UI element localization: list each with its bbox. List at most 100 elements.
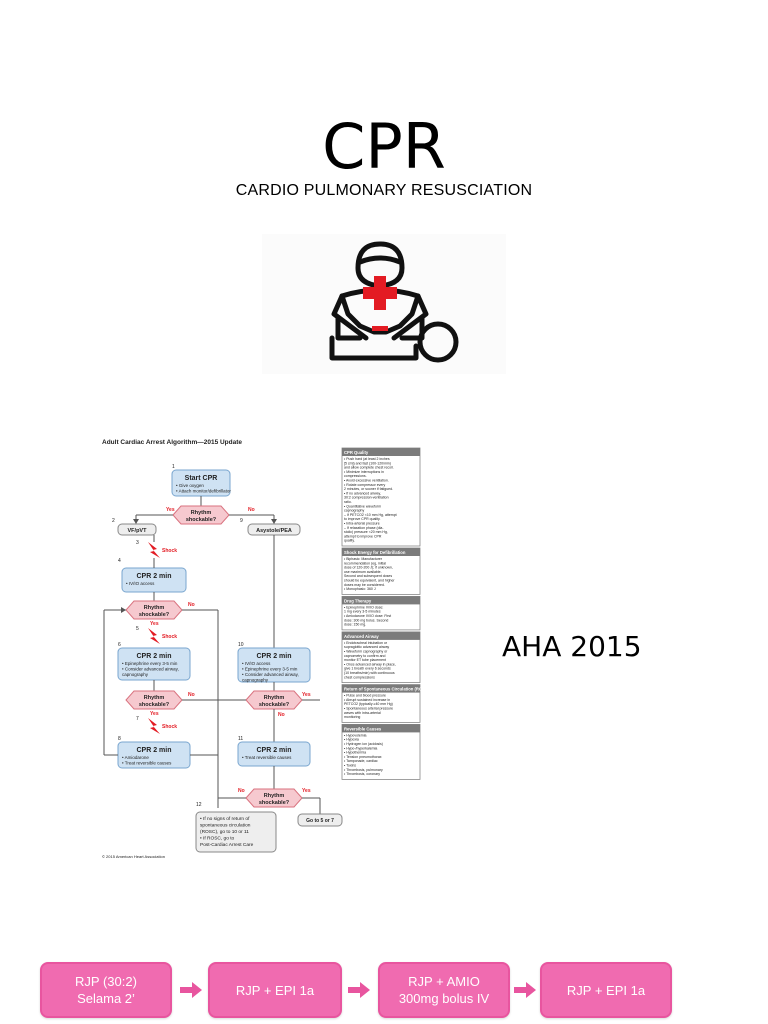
box-cpr-4-title: CPR 2 min — [136, 573, 171, 580]
decision-rhythm-1-text-l1: Rhythm — [191, 510, 212, 516]
decision-rhythm-3-text-l2: shockable? — [139, 702, 170, 708]
num-1: 1 — [172, 464, 175, 470]
box-end-12 — [195, 811, 277, 853]
sidebar-line-1-7: • Monophasic: 360 J — [344, 587, 376, 591]
label-vfpvt: VF/pVT — [128, 528, 148, 534]
num-4: 4 — [118, 558, 121, 564]
flow-step-2-label: RJP + EPI 1a — [235, 982, 315, 998]
cpr-person-icon — [329, 241, 459, 363]
sidebar-line-1-6: doses may be considered. — [344, 583, 385, 587]
box-cpr-6-bullet-1: • Consider advanced airway, — [122, 667, 179, 672]
decision-rhythm-3-text-l1: Rhythm — [144, 695, 165, 701]
label-shock-3: Shock — [162, 724, 177, 730]
box-cpr-8-bullet-0: • Amiodarone — [122, 755, 149, 760]
num-6: 6 — [118, 642, 121, 648]
sidebar-line-3-5: • Once advanced airway in place, — [344, 662, 396, 666]
sidebar-header-0: CPR Quality — [344, 450, 369, 455]
box-cpr-6-bullet-2: capnography — [122, 672, 149, 677]
box-cpr-10-title: CPR 2 min — [256, 653, 291, 660]
sidebar-section-3 — [341, 631, 421, 683]
box-goto — [297, 813, 343, 827]
sidebar-line-5-8: • Thrombosis, pulmonary — [344, 768, 383, 772]
sidebar-line-4-4: waves with intra-arterial — [344, 711, 381, 715]
decision-rhythm-2-text-l1: Rhythm — [144, 605, 165, 611]
sidebar-section-5 — [341, 723, 421, 780]
sidebar-header-2: Drug Therapy — [344, 598, 372, 603]
num-8: 8 — [118, 736, 121, 742]
label-asystole: Asystole/PEA — [256, 528, 292, 534]
sidebar-line-5-6: • Tamponade, cardiac — [344, 759, 378, 763]
ground-line — [329, 335, 419, 361]
num-9: 9 — [240, 518, 243, 524]
sidebar-header-bg-2 — [342, 596, 420, 605]
aha-algorithm-chart: Adult Cardiac Arrest Algorithm—2015 Upda… — [98, 430, 430, 862]
label-shock-2: Shock — [162, 634, 177, 640]
sidebar-line-4-0: • Pulse and blood pressure — [344, 694, 386, 698]
box-cpr-10-bullet-3: capnography — [242, 678, 269, 683]
sidebar-line-0-9: 30:2 compression-ventilation — [344, 496, 389, 500]
sidebar-line-3-3: capnometry to confirm and — [344, 654, 385, 658]
decision-rhythm-5-text-l2: shockable? — [259, 800, 290, 806]
sidebar-line-5-2: • Hydrogen ion (acidosis) — [344, 742, 383, 746]
label-no-5: No — [238, 788, 245, 794]
decision-rhythm-5-text-l1: Rhythm — [264, 793, 285, 799]
arrow-r1-yes — [133, 519, 139, 524]
decision-rhythm-4-text-l2: shockable? — [259, 702, 290, 708]
sidebar-line-4-3: • Spontaneous arterial pressure — [344, 707, 393, 711]
sidebar-line-5-9: • Thrombosis, coronary — [344, 772, 380, 776]
sidebar-line-1-3: use maximum available. — [344, 570, 382, 574]
label-no-4: No — [278, 712, 285, 718]
end-12-line-3: • If ROSC, go to — [200, 836, 235, 842]
sidebar-line-4-5: monitoring — [344, 715, 360, 719]
num-3: 3 — [136, 540, 139, 546]
sidebar-line-3-2: • Waveform capnography or — [344, 650, 388, 654]
box-cpr-10-bullet-2: • Consider advanced airway, — [242, 672, 299, 677]
red-cross-h — [363, 287, 397, 299]
cpr-illustration — [262, 234, 506, 374]
sidebar-header-bg-3 — [342, 631, 420, 640]
label-no-3: No — [188, 692, 195, 698]
sidebar-line-0-17: stolic) pressure <20 mm Hg, — [344, 530, 388, 534]
num-7: 7 — [136, 716, 139, 722]
box-cpr-11-title: CPR 2 min — [256, 747, 291, 754]
sidebar-line-3-6: give 1 breath every 6 seconds — [344, 667, 391, 671]
sidebar-line-0-1: [5 cm]) and fast (100-120/min) — [344, 461, 391, 465]
box-start-cpr-bullet-0: • Give oxygen — [176, 483, 204, 488]
end-12-line-1: spontaneous circulation — [200, 823, 251, 829]
box-vfpvt — [117, 523, 157, 536]
label-no-1: No — [248, 507, 255, 513]
sidebar-line-0-5: • Avoid excessive ventilation. — [344, 479, 389, 483]
sidebar-line-0-2: and allow complete chest recoil. — [344, 466, 394, 470]
num-11: 11 — [238, 736, 243, 742]
sidebar-header-bg-1 — [342, 548, 420, 556]
label-no-2: No — [188, 602, 195, 608]
sidebar-header-bg-5 — [342, 724, 420, 733]
flow-step-4-label: RJP + EPI 1a — [566, 982, 646, 998]
sidebar-line-1-1: recommendation (eg, initial — [344, 561, 386, 565]
sidebar-line-1-0: • Biphasic: Manufacturer — [344, 557, 383, 561]
label-yes-4: Yes — [302, 692, 311, 698]
label-goto: Go to 5 or 7 — [306, 818, 334, 824]
label-shock-1: Shock — [162, 548, 177, 554]
decision-rhythm-1-text-l2: shockable? — [186, 517, 217, 523]
arrow-r1-no — [271, 519, 277, 524]
sidebar-line-0-13: – If PETCO2 <10 mm Hg, attempt — [344, 513, 397, 517]
rescuer-head — [355, 241, 405, 289]
label-yes-1: Yes — [166, 507, 175, 513]
algorithm-copyright: © 2015 American Heart Association — [102, 854, 165, 859]
end-12-line-4: Post-Cardiac Arrest Care — [200, 842, 254, 848]
rescuer-body — [339, 287, 421, 335]
box-cpr-8-bullet-1: • Treat reversible causes — [122, 761, 172, 766]
victim-head — [417, 321, 459, 363]
sidebar-line-1-4: Second and subsequent doses — [344, 574, 392, 578]
box-cpr-11 — [237, 741, 311, 767]
flow-arrow-2-icon — [348, 982, 370, 998]
sidebar-section-0 — [341, 447, 421, 547]
sidebar-header-3: Advanced Airway — [344, 634, 379, 639]
box-start-cpr-bullet-1: • Attach monitor/defibrillator — [176, 489, 231, 494]
label-yes-3: Yes — [150, 711, 159, 717]
sidebar-line-0-11: • Quantitative waveform — [344, 504, 381, 508]
page-title: CPR — [322, 110, 446, 183]
sidebar-line-0-18: attempt to improve CPR — [344, 534, 382, 538]
